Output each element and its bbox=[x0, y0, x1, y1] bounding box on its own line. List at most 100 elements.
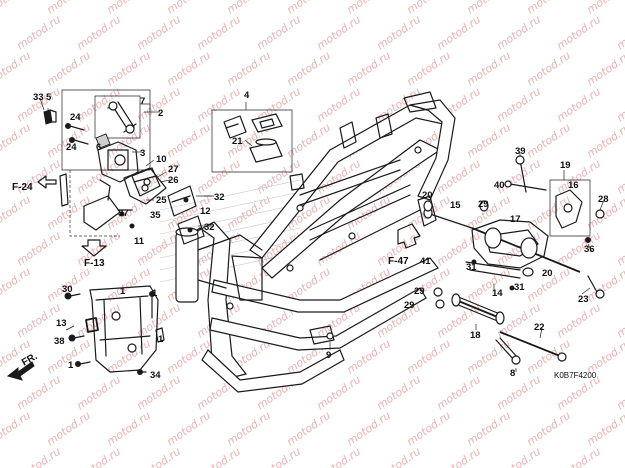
callout-c32b: 32 bbox=[204, 222, 215, 233]
watermark-text: motod.ru bbox=[584, 265, 625, 305]
watermark-text: motod.ru bbox=[404, 0, 453, 16]
watermark-text: motod.ru bbox=[104, 0, 153, 16]
watermark-text: motod.ru bbox=[494, 445, 543, 468]
watermark-text: motod.ru bbox=[194, 157, 243, 197]
callout-c2: 2 bbox=[158, 108, 163, 119]
callout-c22: 22 bbox=[534, 322, 545, 333]
bracket-f24-group bbox=[59, 170, 135, 237]
watermark-text: motod.ru bbox=[44, 49, 93, 89]
callout-c4: 4 bbox=[244, 90, 250, 101]
callout-c29a: 29 bbox=[478, 199, 489, 210]
callout-c1b: 1 bbox=[152, 288, 158, 299]
rear-rod-group bbox=[451, 275, 605, 365]
watermark-text: motod.ru bbox=[434, 373, 483, 413]
callout-c16: 16 bbox=[568, 180, 579, 191]
watermark-text: motod.ru bbox=[314, 13, 363, 53]
watermark-text: motod.ru bbox=[44, 409, 93, 449]
arrow-f13-icon bbox=[81, 239, 107, 257]
watermark-text: motod.ru bbox=[284, 0, 333, 16]
watermark-text: motod.ru bbox=[614, 229, 625, 269]
watermark-text: motod.ru bbox=[524, 0, 573, 16]
watermark-text: motod.ru bbox=[104, 193, 153, 233]
watermark-text: motod.ru bbox=[164, 49, 213, 89]
callout-c14: 14 bbox=[492, 288, 503, 299]
watermark-text: motod.ru bbox=[524, 49, 573, 89]
watermark-text: motod.ru bbox=[0, 0, 33, 16]
callout-c23: 23 bbox=[578, 294, 589, 305]
front-arrow-icon bbox=[6, 361, 35, 381]
watermark-text: motod.ru bbox=[494, 13, 543, 53]
callout-c9: 9 bbox=[326, 350, 331, 361]
callout-c31a: 31 bbox=[466, 262, 477, 273]
watermark-text: motod.ru bbox=[614, 85, 625, 125]
watermark-text: motod.ru bbox=[464, 409, 513, 449]
callout-c15: 15 bbox=[450, 200, 461, 211]
watermark-text: motod.ru bbox=[524, 409, 573, 449]
watermark-text: motod.ru bbox=[0, 193, 33, 233]
watermark-text: motod.ru bbox=[14, 229, 63, 269]
watermark-text: motod.ru bbox=[134, 445, 183, 468]
watermark-text: motod.ru bbox=[554, 13, 603, 53]
watermark-text: motod.ru bbox=[194, 13, 243, 53]
watermark-text: motod.ru bbox=[404, 337, 453, 377]
watermark-text: motod.ru bbox=[224, 409, 273, 449]
watermark-text: motod.ru bbox=[584, 49, 625, 89]
watermark-text: motod.ru bbox=[104, 409, 153, 449]
callout-c20a: 20 bbox=[422, 190, 433, 201]
callout-c31b: 31 bbox=[514, 282, 525, 293]
callout-c29b: 29 bbox=[414, 286, 425, 297]
center-bracket-group bbox=[123, 167, 214, 245]
watermark-text: motod.ru bbox=[164, 0, 213, 16]
callout-c24a: 24 bbox=[70, 112, 81, 123]
watermark-text: motod.ru bbox=[194, 445, 243, 468]
watermark-text: motod.ru bbox=[0, 409, 33, 449]
watermark-text: motod.ru bbox=[0, 265, 33, 305]
ref-arrows bbox=[6, 175, 421, 381]
watermark-text: motod.ru bbox=[554, 445, 603, 468]
watermark-text: motod.ru bbox=[314, 445, 363, 468]
watermark-text: motod.ru bbox=[614, 445, 625, 468]
watermark-text: motod.ru bbox=[284, 49, 333, 89]
key-holder-group bbox=[211, 109, 293, 173]
watermark-text: motod.ru bbox=[44, 193, 93, 233]
callout-c30: 30 bbox=[62, 284, 73, 295]
watermark-text: motod.ru bbox=[284, 409, 333, 449]
watermark-text: motod.ru bbox=[614, 373, 625, 413]
main-frame bbox=[159, 91, 456, 393]
leader-lines bbox=[39, 97, 605, 372]
steering-lock-group bbox=[43, 89, 161, 197]
watermark-text: motod.ru bbox=[614, 301, 625, 341]
ref-f47: F-47 bbox=[388, 256, 409, 267]
watermark-text: motod.ru bbox=[374, 373, 423, 413]
callout-c27: 27 bbox=[168, 164, 179, 175]
watermark-text: motod.ru bbox=[74, 445, 123, 468]
callout-c3: 3 bbox=[140, 148, 145, 159]
watermark-text: motod.ru bbox=[374, 13, 423, 53]
arrow-f24-icon bbox=[37, 175, 57, 189]
callout-c8: 8 bbox=[510, 368, 515, 379]
watermark-text: motod.ru bbox=[74, 301, 123, 341]
watermark-text: motod.ru bbox=[524, 121, 573, 161]
watermark-text: motod.ru bbox=[74, 373, 123, 413]
callout-c26: 26 bbox=[168, 175, 179, 186]
watermark-text: motod.ru bbox=[314, 85, 363, 125]
watermark-text: motod.ru bbox=[494, 373, 543, 413]
callout-c11: 11 bbox=[134, 236, 145, 247]
watermark-text: motod.ru bbox=[224, 193, 273, 233]
callout-c5: 5 bbox=[46, 92, 52, 103]
callout-c29c: 29 bbox=[404, 300, 415, 311]
callout-c35: 35 bbox=[150, 210, 161, 221]
diagram-code: K0B7F4200 bbox=[554, 371, 597, 380]
watermark-text: motod.ru bbox=[344, 409, 393, 449]
callout-c28: 28 bbox=[598, 194, 609, 205]
engine-hanger-group bbox=[423, 155, 605, 309]
callout-c1d: 1 bbox=[68, 360, 74, 371]
callout-c33: 33 bbox=[33, 92, 44, 103]
watermark-text: motod.ru bbox=[614, 13, 625, 53]
watermark-text: motod.ru bbox=[0, 49, 33, 89]
watermark-text: motod.ru bbox=[344, 0, 393, 16]
watermark-text: motod.ru bbox=[614, 157, 625, 197]
watermark-text: motod.ru bbox=[254, 157, 303, 197]
callout-c20b: 20 bbox=[542, 268, 553, 279]
callout-c12: 12 bbox=[200, 206, 211, 217]
